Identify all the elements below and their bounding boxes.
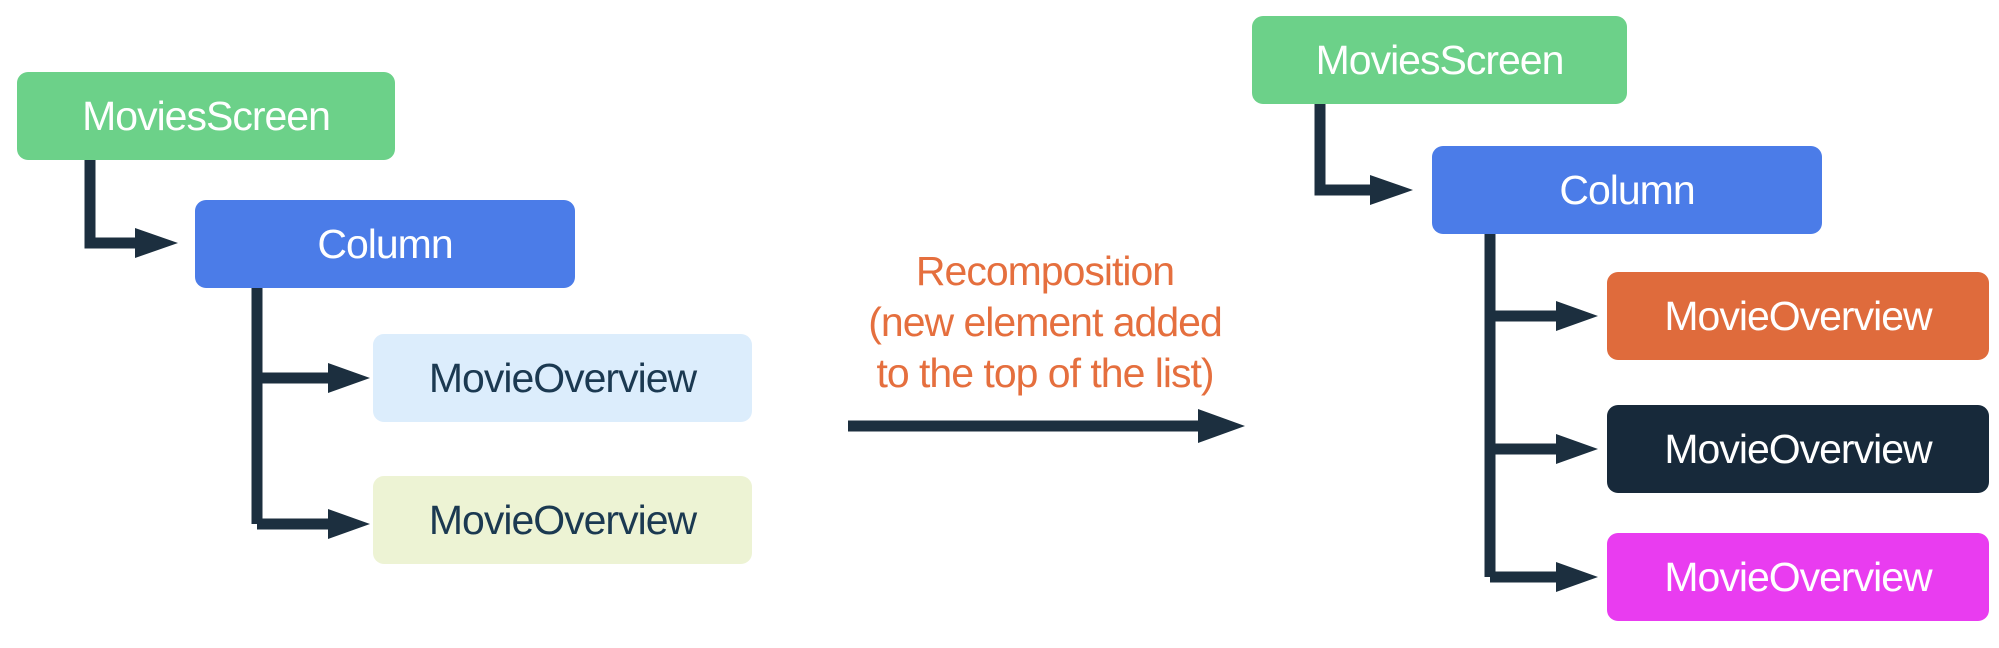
left-arrowhead-movieoverview1-icon (328, 363, 370, 393)
left-node-column: Column (195, 200, 575, 288)
left-arrowhead-movieoverview2-icon (328, 509, 370, 539)
left-node-moviesscreen: MoviesScreen (17, 72, 395, 160)
right-connector-column-to-children (1484, 234, 1558, 583)
caption-line-3: to the top of the list) (876, 350, 1214, 396)
right-arrowhead-movieoverview3-icon (1556, 562, 1598, 592)
right-arrowhead-movieoverview2-icon (1556, 434, 1598, 464)
caption-line-1: Recomposition (915, 248, 1175, 294)
recomposition-arrowhead-icon (1198, 409, 1245, 443)
recomposition-caption: Recomposition (new element added to the … (795, 246, 1295, 399)
right-node-column: Column (1432, 146, 1822, 234)
left-node-movieoverview-2: MovieOverview (373, 476, 752, 564)
left-connector-column-to-children (251, 288, 330, 530)
right-node-movieoverview-2: MovieOverview (1607, 533, 1989, 621)
right-arrowhead-movieoverview1-icon (1556, 301, 1598, 331)
left-node-movieoverview-1: MovieOverview (373, 334, 752, 422)
left-connector-moviesscreen-to-column (84, 160, 137, 249)
right-connector-moviesscreen-to-column (1314, 104, 1372, 196)
caption-line-2: (new element added (868, 299, 1223, 345)
right-node-movieoverview-1: MovieOverview (1607, 405, 1989, 493)
right-node-movieoverview-new: MovieOverview (1607, 272, 1989, 360)
left-arrowhead-column-icon (135, 228, 178, 258)
right-arrowhead-column-icon (1370, 175, 1413, 205)
right-node-moviesscreen: MoviesScreen (1252, 16, 1627, 104)
